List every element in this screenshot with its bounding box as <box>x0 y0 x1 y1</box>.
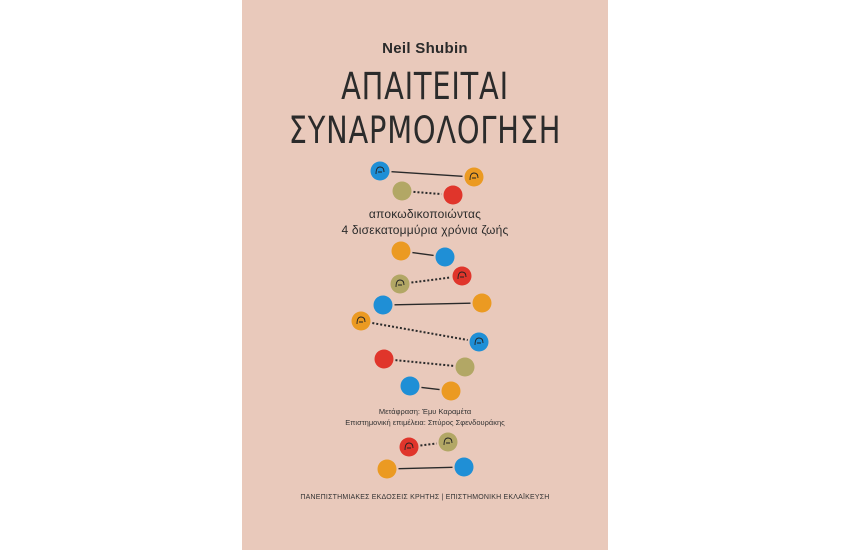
orange-node <box>377 459 397 479</box>
orange-node <box>472 293 492 313</box>
solid-link <box>394 302 471 306</box>
dna-pair <box>392 181 463 205</box>
orange-node <box>391 241 411 261</box>
dna-pair <box>399 432 458 457</box>
title-line-2: ΣΥΝΑΡΜΟΛΟΓΗΣΗ <box>288 109 562 152</box>
subtitle-line-1: αποκωδικοποιώντας <box>368 207 482 221</box>
orange-node <box>441 381 461 401</box>
solid-link <box>412 251 434 257</box>
author-name: Neil Shubin <box>382 40 468 57</box>
blue-node <box>370 161 390 181</box>
subtitle: αποκωδικοποιώντας 4 δισεκατομμύρια χρόνι… <box>242 206 608 238</box>
fish-icon <box>474 337 484 346</box>
orange-node <box>351 311 371 331</box>
turtle-icon <box>395 279 405 288</box>
red-node <box>443 185 463 205</box>
feather-icon <box>404 442 414 451</box>
red-node <box>452 266 472 286</box>
dna-pair <box>400 376 461 401</box>
dna-pair <box>374 349 475 377</box>
publisher-line: ΠΑΝΕΠΙΣΤΗΜΙΑΚΕΣ ΕΚΔΟΣΕΙΣ ΚΡΗΤΗΣ | ΕΠΙΣΤΗ… <box>300 494 550 501</box>
book-cover: Neil Shubin ΑΠΑΙΤΕΙΤΑΙ ΣΥΝΑΡΜΟΛΟΓΗΣΗ απο… <box>242 0 608 550</box>
dna-pair <box>377 457 474 479</box>
credits: Μετάφραση: Έμυ Καραμέτα Επιστημονική επι… <box>242 406 608 428</box>
dna-pair <box>390 266 472 294</box>
dna-pair <box>391 241 455 267</box>
olive-node <box>390 274 410 294</box>
blue-node <box>373 295 393 315</box>
blue-node <box>469 332 489 352</box>
subtitle-line-2: 4 δισεκατομμύρια χρόνια ζωής <box>341 223 509 237</box>
olive-node <box>438 432 458 452</box>
snail-icon <box>443 437 453 446</box>
dna-illustration <box>351 161 492 479</box>
red-node <box>374 349 394 369</box>
translation-credit: Μετάφραση: Έμυ Καραμέτα <box>378 407 472 416</box>
olive-node <box>455 357 475 377</box>
editor-credit: Επιστημονική επιμέλεια: Σπύρος Σφενδουρά… <box>345 418 505 427</box>
olive-node <box>392 181 412 201</box>
solid-link <box>421 386 440 391</box>
dna-pair <box>351 311 489 352</box>
red-node <box>399 437 419 457</box>
title-line-1: ΑΠΑΙΤΕΙΤΑΙ <box>341 65 509 108</box>
fish-icon <box>469 172 479 181</box>
dashed-link <box>411 276 451 284</box>
blue-node <box>400 376 420 396</box>
penguin-icon <box>356 316 366 325</box>
dashed-link <box>395 359 454 367</box>
blue-node <box>454 457 474 477</box>
solid-link <box>398 466 453 470</box>
robot-icon <box>457 271 467 280</box>
solid-link <box>391 171 463 177</box>
orange-node <box>464 167 484 187</box>
blue-node <box>435 247 455 267</box>
hand-icon <box>375 166 385 175</box>
dna-pair <box>373 293 492 315</box>
dashed-link <box>372 322 468 341</box>
dashed-link <box>420 442 437 447</box>
dashed-link <box>413 190 442 196</box>
dna-pair <box>370 161 484 187</box>
